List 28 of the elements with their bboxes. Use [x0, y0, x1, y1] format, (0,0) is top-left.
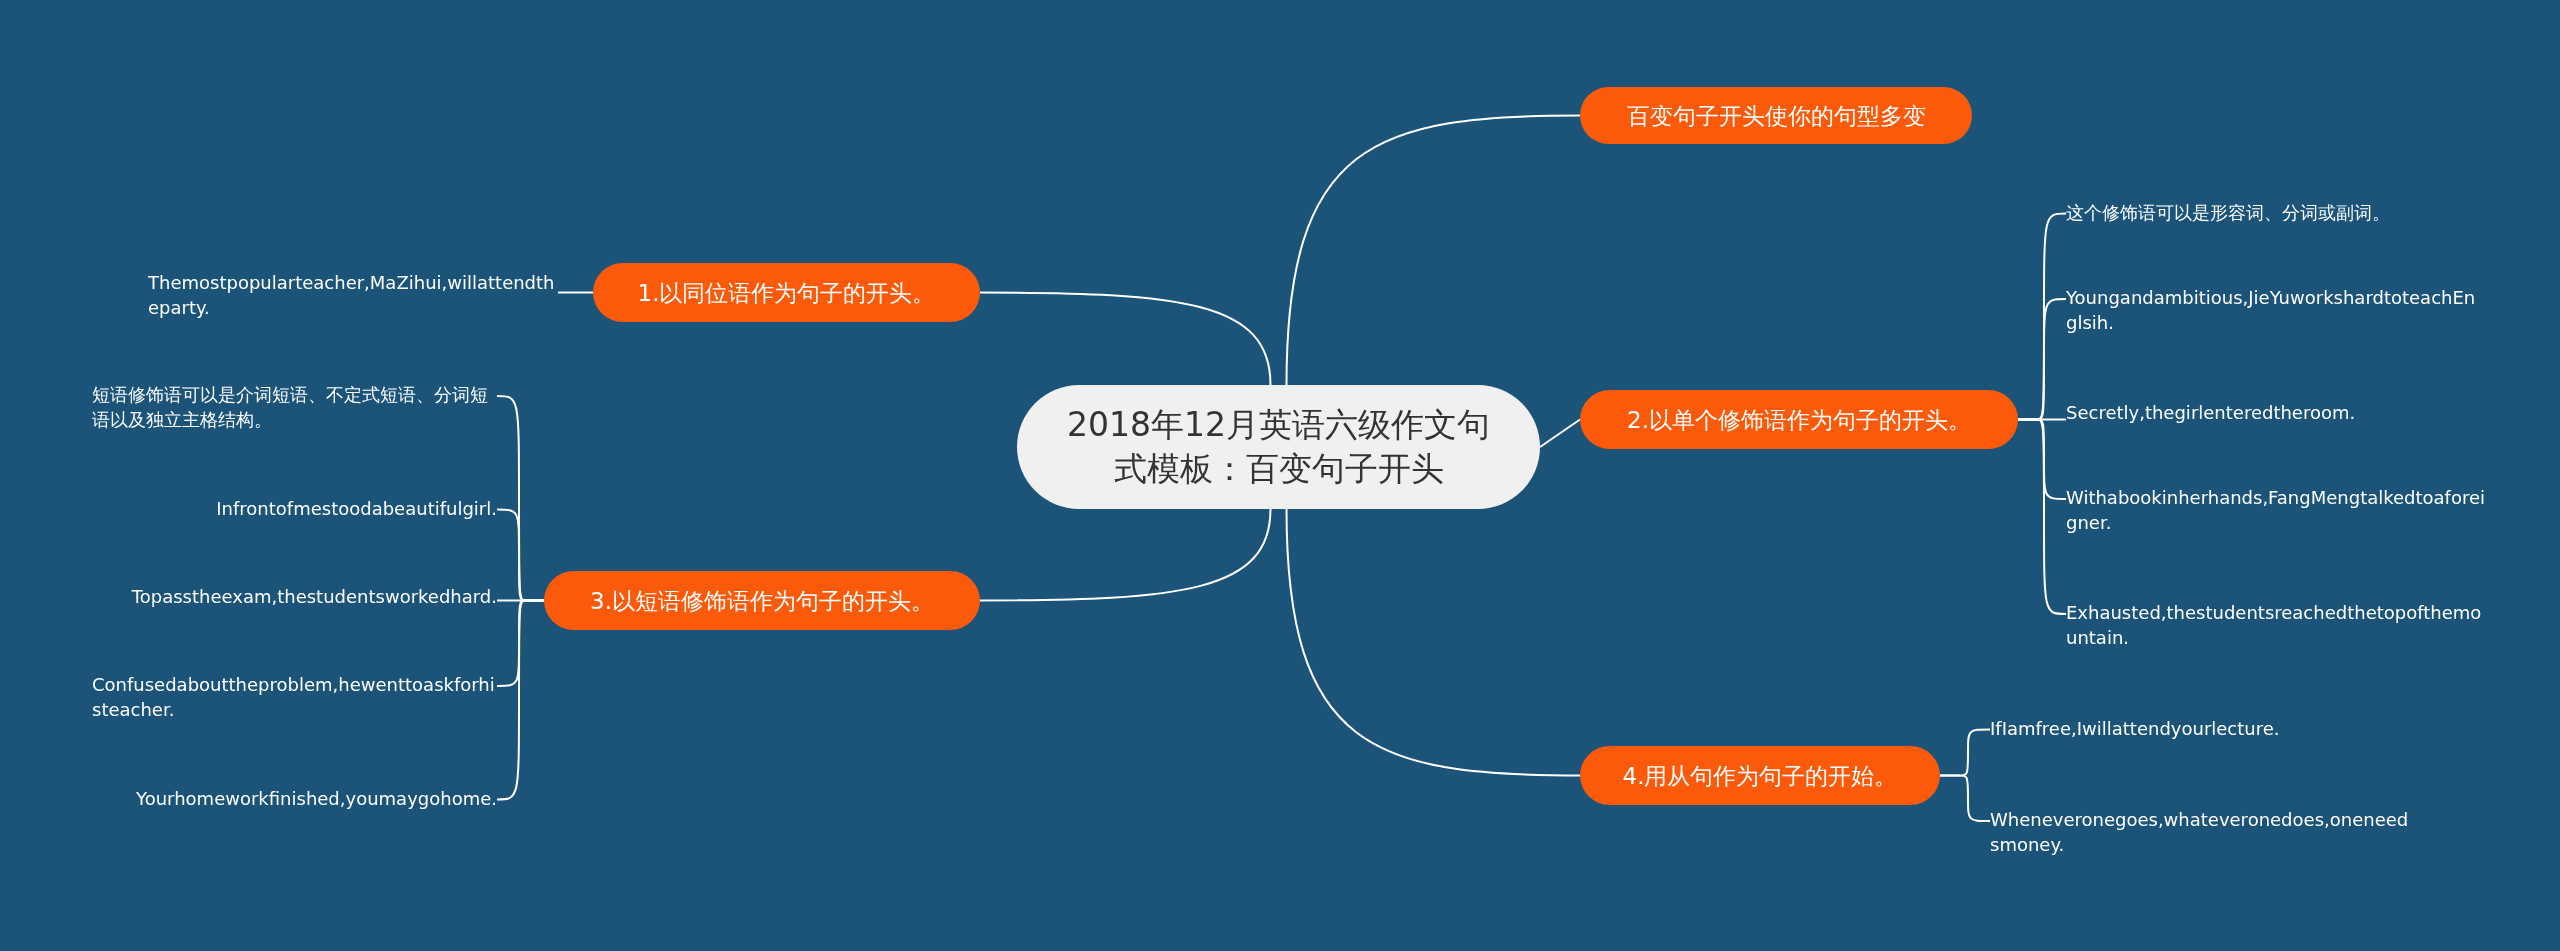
topic-box: 2.以单个修饰语作为句子的开头。 — [1580, 390, 2018, 449]
connector-line — [496, 599, 545, 801]
topic-box: 百变句子开头使你的句型多变 — [1580, 87, 1972, 144]
connector-line — [2017, 418, 2067, 615]
note-text: IfIamfree,Iwillattendyourlecture. — [1990, 715, 2410, 741]
note-text: Infrontofmestoodabeautifulgirl. — [92, 495, 497, 521]
connector-line — [1285, 508, 1581, 777]
topic-box: 1.以同位语作为句子的开头。 — [593, 263, 980, 322]
note-text: Wheneveronegoes,whateveronedoes,oneneedsmoney. — [1990, 807, 2410, 857]
central-topic: 2018年12月英语六级作文句式模板：百变句子开头 — [1017, 385, 1540, 509]
connector-line — [979, 291, 1272, 386]
connector-line — [557, 291, 594, 294]
note-text: Themostpopularteacher,MaZihui,willattendtheparty. — [148, 270, 558, 320]
connector-line — [1285, 114, 1581, 386]
connector-line — [1939, 774, 1991, 822]
connector-line — [979, 508, 1272, 602]
note-text: Secretly,thegirlenteredtheroom. — [2066, 399, 2486, 425]
topic-box: 4.用从句作为句子的开始。 — [1580, 746, 1940, 805]
note-text: Withabookinherhands,FangMengtalkedtoaforeigner. — [2066, 485, 2486, 535]
note-text: Exhausted,thestudentsreachedthetopofthemountain. — [2066, 600, 2486, 650]
topic-box: 3.以短语修饰语作为句子的开头。 — [544, 571, 980, 630]
note-text: Confusedabouttheproblem,hewenttoaskforhisteacher. — [92, 672, 497, 722]
note-text: 这个修饰语可以是形容词、分词或副词。 — [2066, 199, 2506, 225]
connector-line — [1539, 418, 1581, 448]
note-text: Youngandambitious,JieYuworkshardtoteachEnglsih. — [2066, 285, 2486, 335]
note-text: Yourhomeworkfinished,youmaygohome. — [92, 785, 497, 811]
note-text: Topasstheexam,thestudentsworkedhard. — [92, 583, 497, 609]
note-text: 短语修饰语可以是介词短语、不定式短语、分词短语以及独立主格结构。 — [92, 382, 497, 432]
